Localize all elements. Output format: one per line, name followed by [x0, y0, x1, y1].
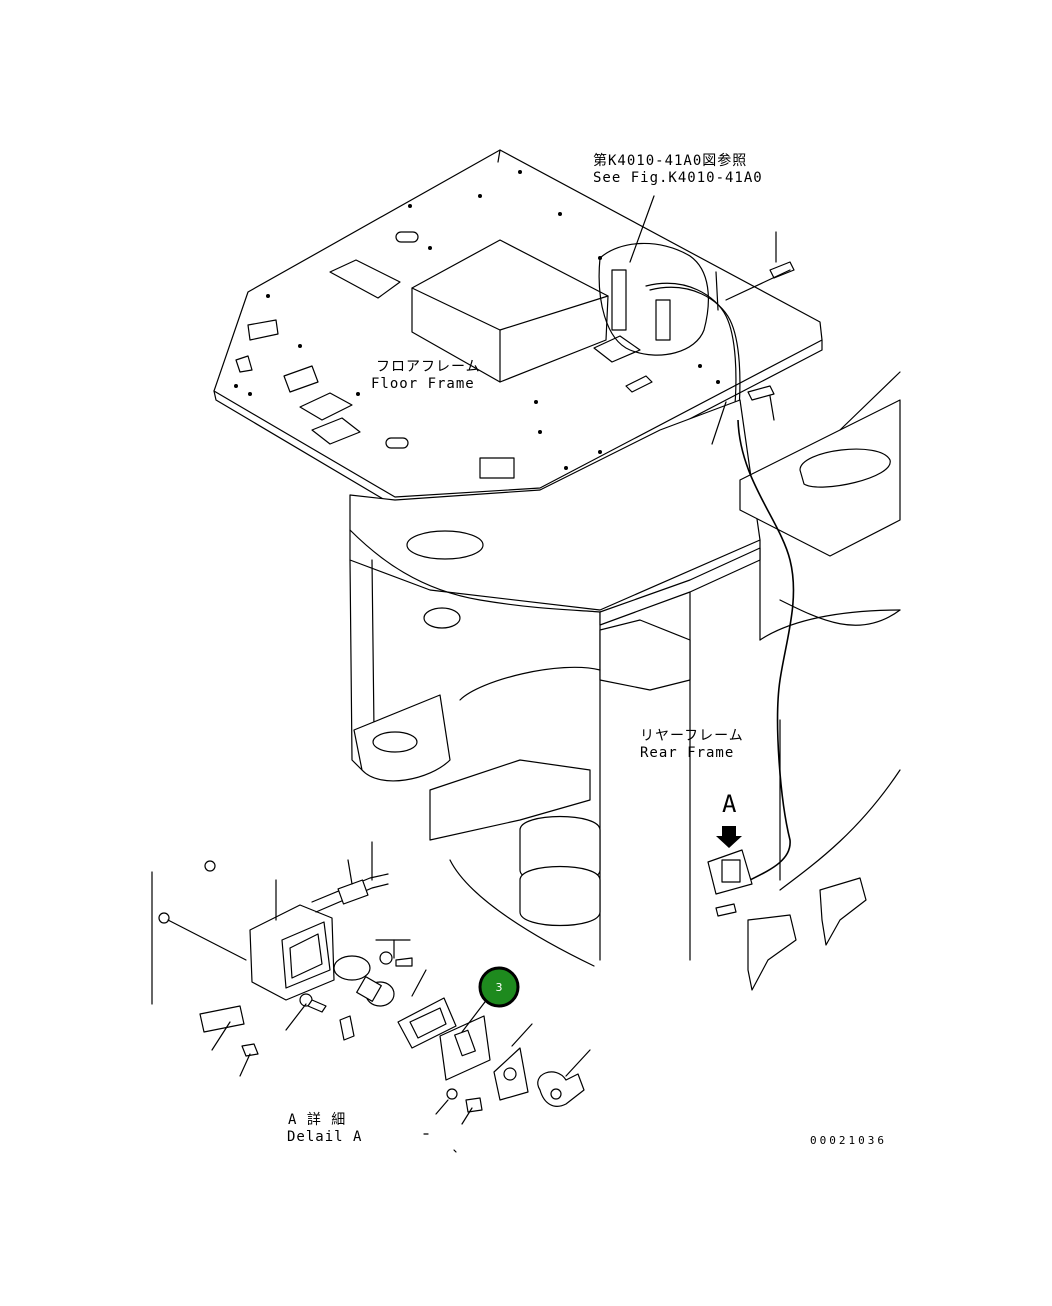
detail-a-label-en: Delail A	[287, 1129, 362, 1145]
floor-frame-label-ja: フロアフレーム	[376, 359, 481, 375]
floor-frame	[213, 149, 823, 507]
bolt-leaders	[629, 195, 795, 445]
detail-a	[151, 841, 591, 1153]
drawing-number: 00021036	[810, 1134, 887, 1147]
floor-frame-label-en: Floor Frame	[371, 376, 475, 392]
callout-circle[interactable]	[478, 966, 520, 1008]
labels: 第K4010-41A0図参照 See Fig.K4010-41A0 フロアフレー…	[287, 152, 887, 1147]
see-fig-label-en: See Fig.K4010-41A0	[593, 170, 763, 186]
rear-frame	[349, 371, 901, 991]
view-a-marker: A	[722, 790, 737, 818]
see-fig-label-ja: 第K4010-41A0図参照	[593, 152, 747, 169]
rear-frame-label-ja: リヤーフレーム	[640, 728, 744, 744]
callout-3[interactable]: 3	[478, 966, 520, 1008]
callout-number[interactable]: 3	[496, 981, 503, 994]
rear-frame-label-en: Rear Frame	[640, 745, 734, 761]
detail-a-label-ja: A 詳 細	[288, 1112, 346, 1128]
